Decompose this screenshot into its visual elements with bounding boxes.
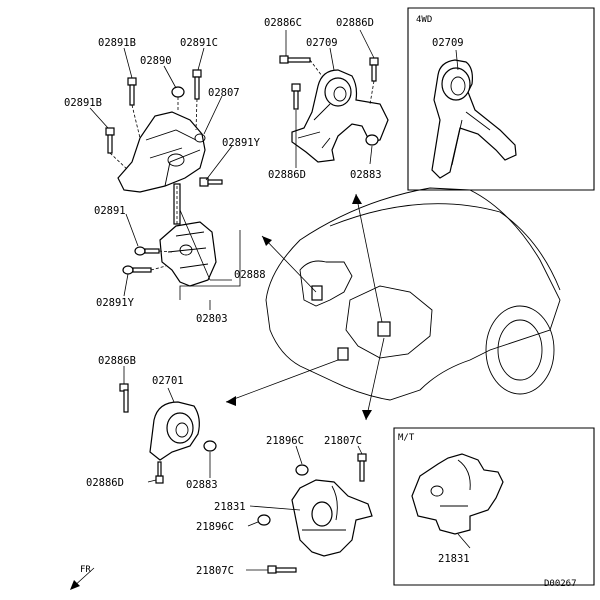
vehicle-engine-bay bbox=[265, 187, 561, 401]
bolt-02886D-bottom bbox=[291, 83, 301, 110]
bolt-02891B bbox=[127, 77, 137, 106]
nut-02890 bbox=[171, 86, 185, 98]
mt-inset bbox=[393, 427, 595, 586]
label-02807: 02807 bbox=[208, 87, 240, 99]
label-21896C-mid: 21896C bbox=[196, 521, 234, 533]
engine-mount-02709 bbox=[291, 69, 389, 163]
bolt-02891Y-upper bbox=[199, 177, 223, 187]
label-02709-4wd: 02709 bbox=[432, 37, 464, 49]
bolt-02891C bbox=[192, 69, 202, 100]
label-02886D-bottom: 02886D bbox=[268, 169, 306, 181]
engine-mount-02709-assembly bbox=[279, 55, 389, 163]
bolt-02886C bbox=[279, 55, 311, 64]
label-02883-top: 02883 bbox=[350, 169, 382, 181]
label-21807C-bottom: 21807C bbox=[196, 565, 234, 577]
nut-21896C-mid bbox=[257, 514, 271, 526]
label-21807C-top: 21807C bbox=[324, 435, 362, 447]
nut-21896C-top bbox=[295, 464, 309, 476]
transmission-mount-mt-21831 bbox=[411, 453, 504, 535]
bolt-21807C-bottom bbox=[267, 565, 297, 574]
bracket-02807 bbox=[117, 111, 206, 193]
part-labels: 02891B 02891C 02890 02891B 02807 02891Y … bbox=[64, 15, 577, 589]
4wd-inset bbox=[407, 7, 595, 191]
label-02701: 02701 bbox=[152, 375, 184, 387]
label-02886B: 02886B bbox=[98, 355, 136, 367]
callout-arrows bbox=[225, 193, 385, 421]
4wd-box-frame bbox=[407, 7, 595, 191]
label-4wd: 4WD bbox=[416, 15, 432, 25]
diagram-code: D00267 bbox=[544, 579, 577, 589]
label-mt: M/T bbox=[398, 433, 415, 443]
label-02891Y-bottom: 02891Y bbox=[96, 297, 135, 309]
transmission-mount-21831-assembly bbox=[257, 453, 373, 574]
bolt-02886D-top bbox=[369, 57, 379, 82]
engine-mount-4wd-02709 bbox=[431, 59, 517, 179]
bolt-21807C-top bbox=[357, 453, 367, 482]
label-02883-bottom: 02883 bbox=[186, 479, 218, 491]
label-02886D-top: 02886D bbox=[336, 17, 374, 29]
label-02891Y-top: 02891Y bbox=[222, 137, 261, 149]
label-21831-mt: 21831 bbox=[438, 553, 470, 565]
label-21831: 21831 bbox=[214, 501, 246, 513]
bolt-02891Y-lower bbox=[122, 265, 152, 275]
leader-lines bbox=[89, 29, 471, 571]
arrow-head-4 bbox=[362, 410, 372, 420]
label-02891B-left: 02891B bbox=[64, 97, 102, 109]
label-02709: 02709 bbox=[306, 37, 338, 49]
label-02891C: 02891C bbox=[180, 37, 218, 49]
nut-02883-top bbox=[365, 134, 379, 146]
engine-mount-bracket-assembly bbox=[105, 69, 223, 287]
bolt-02891 bbox=[134, 246, 160, 256]
bolt-02886D-left bbox=[155, 461, 164, 484]
nut-02883-bottom bbox=[203, 440, 217, 452]
label-21896C-top: 21896C bbox=[266, 435, 304, 447]
label-02890: 02890 bbox=[140, 55, 172, 67]
label-02803: 02803 bbox=[196, 313, 228, 325]
label-02886D-left: 02886D bbox=[86, 477, 124, 489]
bolt-02886B bbox=[119, 383, 129, 413]
label-02886C: 02886C bbox=[264, 17, 302, 29]
label-02888: 02888 bbox=[234, 269, 266, 281]
label-02891: 02891 bbox=[94, 205, 126, 217]
engine-mount-02701-assembly bbox=[119, 383, 217, 484]
label-02891B: 02891B bbox=[98, 37, 136, 49]
mt-box-frame bbox=[393, 427, 595, 586]
bolt-02891B-left bbox=[105, 127, 115, 154]
arrow-head-3 bbox=[226, 396, 236, 406]
arrow-head-2 bbox=[352, 194, 362, 204]
bracket-02803 bbox=[159, 221, 217, 287]
front-direction-arrow-icon bbox=[70, 567, 95, 590]
arrow-head-1 bbox=[262, 236, 272, 246]
label-fr: FR bbox=[80, 565, 91, 575]
